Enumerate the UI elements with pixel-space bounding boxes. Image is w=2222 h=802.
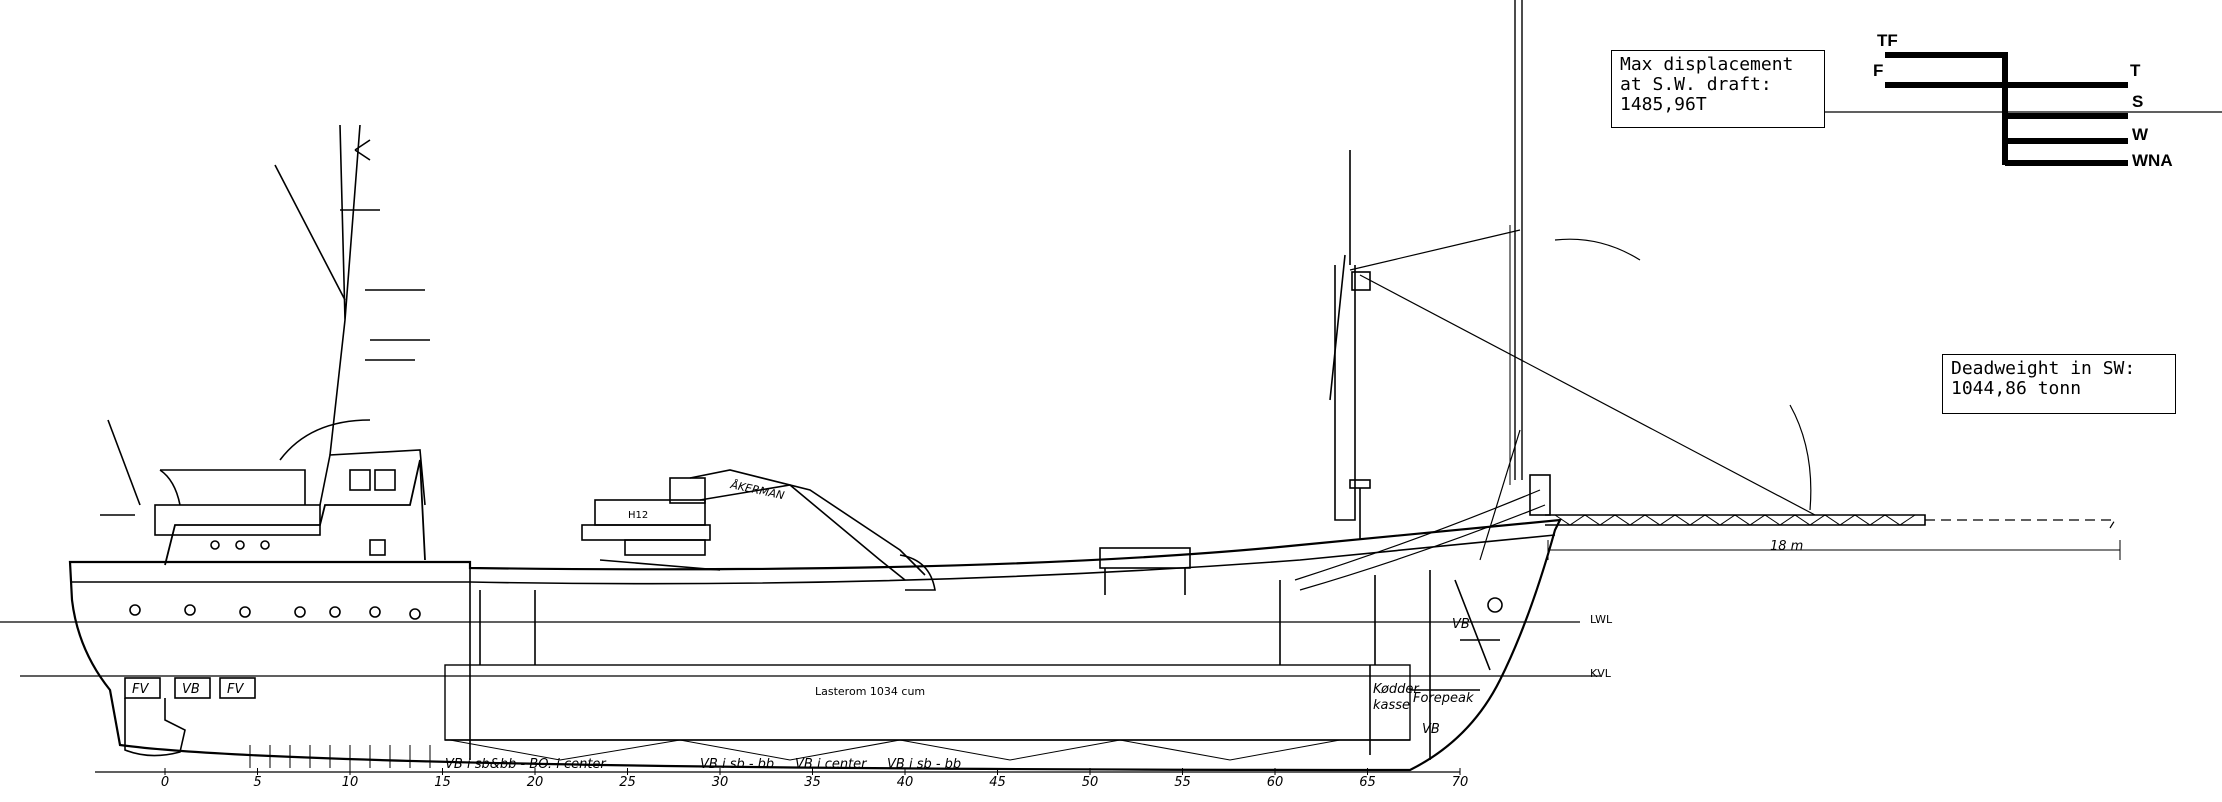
deadweight-box: Deadweight in SW: 1044,86 tonn: [1942, 354, 2176, 414]
frame-number: 50: [1082, 775, 1099, 790]
hull-outline: [68, 518, 1562, 772]
kvl-label: KVL: [1590, 667, 1612, 680]
load-line-tf: TF: [1877, 31, 1898, 50]
bottom-frame-ticks: [249, 745, 431, 768]
frame-number: 20: [527, 775, 544, 790]
load-line-f: F: [1873, 61, 1883, 80]
frame-number: 65: [1359, 775, 1376, 790]
tank-kasse: kasse: [1373, 698, 1410, 713]
frame-number-scale: 0 5 10 15 20 25 30 35 40 45 50 55 60 65 70: [161, 768, 1468, 790]
tank-vb-fwd: VB: [1452, 617, 1470, 632]
frame-number: 25: [619, 775, 636, 790]
cargo-hold-label: Lasterom 1034 cum: [815, 685, 925, 698]
frame-number: 45: [989, 775, 1006, 790]
frame-number: 5: [253, 775, 261, 790]
tank-vb-aft: VB: [182, 682, 200, 697]
superstructure: [164, 459, 426, 566]
tank-vb-peak: VB: [1422, 722, 1440, 737]
displacement-line-1: Max displacement: [1620, 54, 1794, 75]
db-tank-1: VB i sb&bb - BO. i center: [445, 757, 607, 772]
lwl-label: LWL: [1590, 613, 1613, 626]
excavator-drawing: [581, 469, 936, 591]
frame-number: 55: [1174, 775, 1191, 790]
anchor-icon: [1487, 597, 1503, 613]
portholes: [129, 540, 421, 620]
deadweight-line-1: Deadweight in SW:: [1951, 358, 2136, 379]
frame-number: 10: [342, 775, 359, 790]
frame-number: 30: [712, 775, 729, 790]
db-tank-2: VB i sb - bb: [700, 757, 774, 772]
load-line-w: W: [2132, 125, 2149, 144]
frame-number: 40: [897, 775, 914, 790]
db-tank-3: VB i center: [795, 757, 868, 772]
excavator-model: H12: [628, 510, 648, 521]
fore-mast: [1334, 150, 1356, 521]
db-tank-4: VB i sb - bb: [887, 757, 961, 772]
tank-forepeak: Forepeak: [1413, 691, 1474, 706]
frame-number: 70: [1452, 775, 1469, 790]
deadweight-value: 1044,86 tonn: [1951, 378, 2082, 399]
load-line-s: S: [2132, 92, 2143, 111]
reach-dimension: [1547, 540, 2121, 560]
frame-number: 0: [161, 775, 169, 790]
load-line-t: T: [2130, 61, 2141, 80]
load-line-wna: WNA: [2132, 151, 2173, 170]
main-deck: [70, 534, 1556, 585]
aft-mast: [329, 124, 361, 456]
displacement-box: Max displacement at S.W. draft: 1485,96T: [1611, 50, 1825, 128]
crane-reach-label: 18 m: [1770, 539, 1803, 554]
tank-koeler: Kødder: [1373, 682, 1420, 697]
frame-number: 15: [434, 775, 451, 790]
frame-number: 35: [804, 775, 821, 790]
tank-fv-mid: FV: [227, 682, 244, 697]
displacement-value: 1485,96T: [1620, 94, 1707, 115]
tank-fv-aft: FV: [132, 682, 149, 697]
load-line-marks: [1885, 52, 2128, 166]
displacement-line-2: at S.W. draft:: [1620, 74, 1772, 95]
frame-number: 60: [1267, 775, 1284, 790]
